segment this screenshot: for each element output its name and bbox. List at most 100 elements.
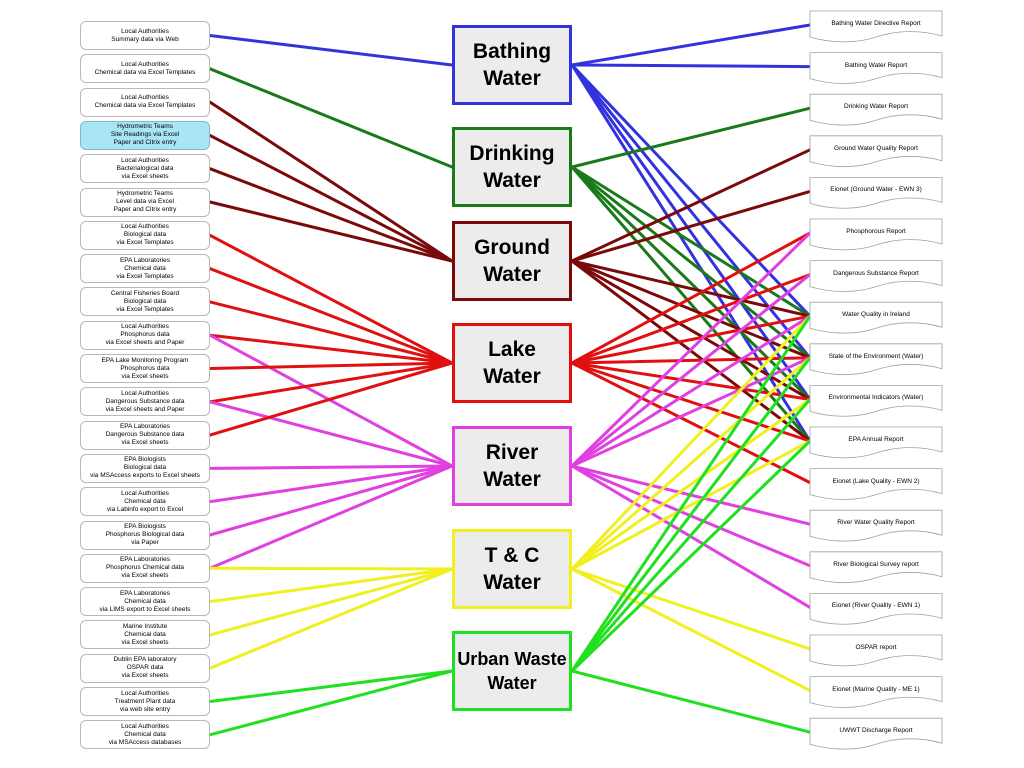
source-label-line: Local Authorities: [121, 27, 169, 35]
link-tc-to-r9: [570, 356, 812, 571]
hub-label-line: Water: [483, 263, 541, 286]
link-urban-to-r11: [570, 439, 812, 673]
source-label-line: Local Authorities: [121, 223, 169, 231]
report-label: River Biological Survey report: [833, 560, 919, 568]
source-label-line: Paper and Citrix entry: [113, 206, 177, 213]
report-shape-r3: [809, 93, 943, 126]
report-shape-r1: [809, 10, 943, 43]
hub-label-line: Water: [483, 169, 541, 192]
source-label-line: via Excel sheets: [121, 172, 169, 180]
link-s12-to-river: [208, 400, 454, 468]
link-tc-to-r16: [570, 567, 812, 651]
report-label: Ground Water Quality Report: [834, 144, 918, 152]
report-shape-r2: [809, 52, 943, 84]
report-shape-r17: [809, 676, 943, 708]
report-box-r12: Eionet (Lake Quality - EWN 2): [810, 469, 942, 497]
link-s18-to-tc: [208, 567, 454, 604]
source-label-line: via Excel sheets: [121, 572, 169, 580]
source-label-line: Chemical data via Excel Templates: [94, 102, 196, 110]
report-box-r6: Phosphorous Report: [810, 219, 942, 247]
report-label: Dangerous Substance Report: [833, 269, 919, 277]
report-label: Eionet (River Quality - EWN 1): [831, 602, 921, 610]
source-label-line: Dublin EPA laboratory: [113, 656, 177, 664]
source-label-line: via Excel sheets: [121, 638, 169, 646]
report-shape-r8: [809, 301, 943, 334]
source-label-line: via LIMS export to Excel sheets: [99, 605, 191, 613]
report-shape-r6: [809, 218, 943, 251]
hub-label-line: Lake: [488, 338, 536, 361]
source-label-line: via Excel Templates: [116, 239, 174, 247]
source-label-line: via Excel Templates: [116, 272, 174, 280]
link-s9-to-lake: [208, 300, 454, 365]
link-s11-to-lake: [208, 361, 454, 370]
hub-label-line: Water: [483, 67, 541, 90]
link-ground-to-r5: [570, 189, 812, 263]
link-urban-to-r10: [570, 397, 812, 673]
report-shape-r15: [809, 593, 943, 625]
link-s8-to-lake: [208, 267, 454, 365]
source-label-line: Local Authorities: [121, 389, 169, 397]
report-label: Drinking Water Report: [843, 103, 909, 111]
source-label-line: Phosphorus data: [120, 331, 170, 339]
report-box-r13: River Water Quality Report: [810, 510, 942, 538]
report-label: EPA Annual Report: [848, 436, 904, 443]
report-box-r9: State of the Environment (Water): [810, 344, 942, 372]
source-label-line: Hydrometric Teams: [117, 190, 173, 197]
link-bathing-to-r1: [570, 23, 812, 67]
link-lake-to-r8: [570, 314, 812, 365]
hub-label-line: Bathing: [472, 40, 552, 63]
report-box-r8: Water Quality in Ireland: [810, 302, 942, 330]
link-drinking-to-r3: [570, 106, 812, 169]
source-label-line: EPA Laboratories: [119, 423, 171, 431]
report-shape-r10: [809, 385, 943, 417]
link-s10-to-lake: [208, 333, 454, 365]
link-river-to-r8: [570, 314, 812, 468]
source-label-line: Local Authorities: [121, 156, 169, 164]
report-box-r16: OSPAR report: [810, 635, 942, 663]
report-shape-r16: [809, 634, 943, 667]
link-urban-to-r9: [570, 356, 812, 673]
link-drinking-to-r10: [570, 165, 812, 401]
source-label-line: via MSAccess exports to Excel sheets: [90, 472, 200, 480]
report-box-r15: Eionet (River Quality - EWN 1): [810, 593, 942, 621]
link-s20-to-tc: [208, 567, 454, 670]
link-s7-to-lake: [208, 233, 454, 365]
link-lake-to-r9: [570, 356, 812, 365]
source-label-line: OSPAR data: [126, 664, 164, 672]
source-label-line: EPA Biologists: [124, 456, 166, 464]
source-label-line: Dangerous Substance data: [105, 431, 185, 439]
source-label-line: via Excel sheets and Paper: [105, 405, 185, 413]
source-label-line: Phosphorus Chemical data: [105, 564, 185, 572]
report-label: River Water Quality Report: [837, 519, 915, 527]
source-label-line: Dangerous Substance data: [105, 397, 185, 405]
report-box-r10: Environmental Indicators (Water): [810, 385, 942, 413]
hub-label-line: Ground: [474, 236, 550, 259]
source-label-line: Biological data: [123, 297, 167, 305]
report-shape-r14: [809, 551, 943, 584]
source-label-line: Chemical data: [124, 497, 166, 505]
source-label-line: via Excel sheets: [121, 372, 169, 380]
link-bathing-to-r9: [570, 63, 812, 360]
report-box-r1: Bathing Water Directive Report: [810, 11, 942, 39]
link-s19-to-tc: [208, 567, 454, 637]
source-label-line: EPA Laboratories: [119, 256, 171, 264]
link-s3-to-ground: [208, 100, 454, 263]
report-label: Bathing Water Directive Report: [831, 20, 921, 27]
source-label-line: via Excel sheets: [121, 439, 169, 447]
